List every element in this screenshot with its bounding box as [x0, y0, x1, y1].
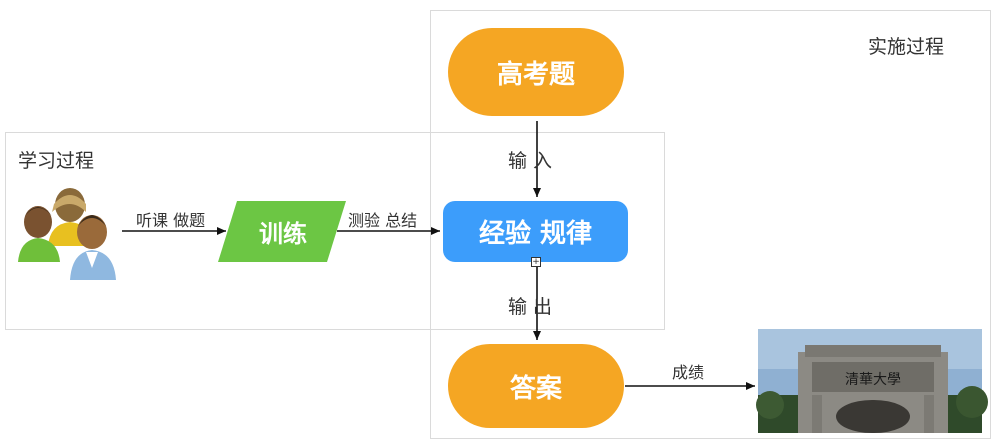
- expand-plus-icon[interactable]: +: [531, 257, 541, 267]
- gate-inscription: 清華大學: [845, 372, 901, 388]
- edge-label-output: 输出: [508, 296, 559, 318]
- experience-node: 经验 规律: [443, 201, 628, 262]
- exam-node: 高考题: [448, 28, 624, 116]
- implementation-frame: [430, 10, 991, 439]
- learning-frame: [5, 132, 665, 330]
- edge-label-test-summary: 测验 总结: [348, 211, 418, 230]
- learning-title: 学习过程: [18, 150, 95, 172]
- edge-label-input: 输入: [508, 150, 559, 172]
- implementation-title: 实施过程: [868, 36, 945, 58]
- edge-label-listen-do: 听课 做题: [136, 211, 206, 230]
- answer-node: 答案: [448, 344, 624, 428]
- training-node-shape: [218, 201, 346, 262]
- tsinghua-gate-photo: 清華大學: [756, 329, 988, 433]
- people-group-icon: [18, 188, 116, 280]
- training-node: 训练: [259, 220, 307, 248]
- edge-label-score: 成绩: [672, 363, 705, 382]
